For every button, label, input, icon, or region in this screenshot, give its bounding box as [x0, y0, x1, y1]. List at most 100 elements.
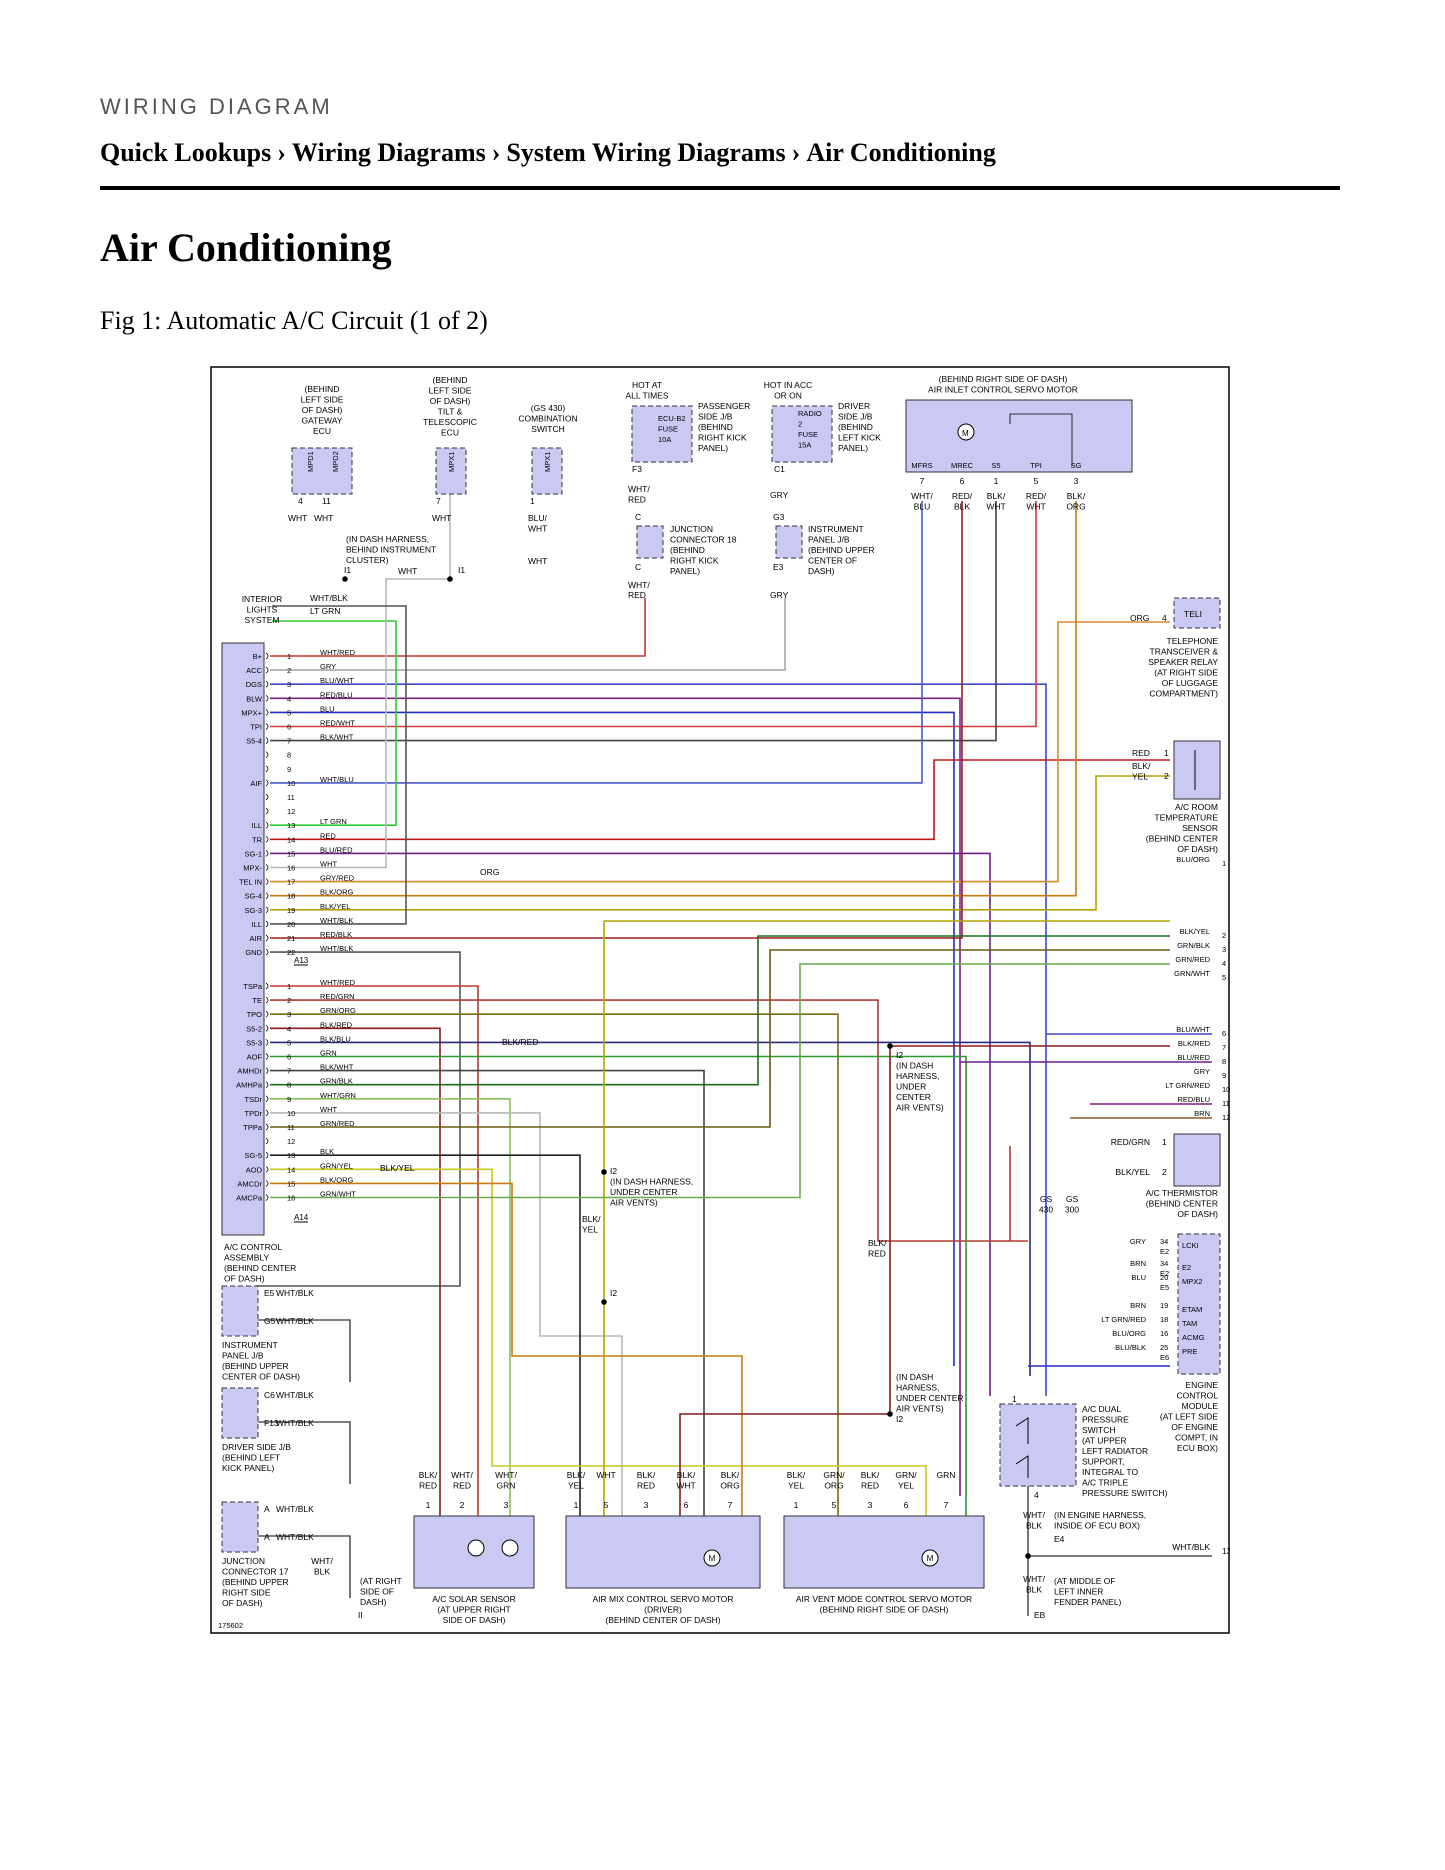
ac-room-temp-sensor-label: OF DASH) — [1177, 844, 1218, 854]
a13-terminal-label: AIR — [249, 934, 262, 943]
a13-pin-number: 13 — [287, 821, 295, 830]
pressure-switch-label: SWITCH — [1082, 1425, 1116, 1435]
wire-color: BLK/RED — [1178, 1039, 1211, 1048]
connector-mark — [265, 920, 269, 928]
pin-number: 5 — [832, 1500, 837, 1510]
wire-color: WHT/ — [495, 1470, 517, 1480]
splice-i2-label: CENTER — [896, 1092, 931, 1102]
driver-side-jb-label: PANEL) — [838, 443, 868, 453]
wire-color: BLK/YEL — [1180, 927, 1210, 936]
wire-color: WHT/ — [628, 484, 650, 494]
fuse-label: 10A — [658, 435, 671, 444]
connector-id: E6 — [1160, 1353, 1169, 1362]
wire-color: WHT — [432, 513, 451, 523]
a14-pin-number: 9 — [287, 1095, 291, 1104]
a13-pin-number: 3 — [287, 680, 291, 689]
solar-sensor-diode — [467, 1539, 485, 1557]
wire-color: WHT/BLK — [276, 1316, 314, 1326]
ground-id: II — [358, 1610, 363, 1620]
left-jb-label: (BEHIND LEFT — [222, 1453, 280, 1463]
ac-control-label: ASSEMBLY — [224, 1253, 270, 1263]
connector-id: C6 — [264, 1390, 275, 1400]
pin-number: 5 — [604, 1500, 609, 1510]
tilt-telescopic-ecu-label: OF DASH) — [430, 396, 471, 406]
fuse-label: 2 — [798, 420, 802, 429]
a13-pin-number: 15 — [287, 849, 295, 858]
tilt-telescopic-ecu-label: (BEHIND — [433, 375, 468, 385]
connector-id: F13 — [264, 1418, 279, 1428]
ecm-terminal: E2 — [1182, 1263, 1191, 1272]
wire-a14-9 — [270, 1097, 511, 1516]
pin-number: 7 — [436, 496, 441, 506]
splice-i2-label: AIR VENTS) — [896, 1103, 944, 1113]
breadcrumb-system-wiring-diagrams[interactable]: System Wiring Diagrams — [506, 138, 786, 167]
harness-label: LEFT INNER — [1054, 1587, 1103, 1597]
breadcrumb-separator: › — [791, 138, 801, 167]
ecm-label: CONTROL — [1176, 1391, 1218, 1401]
wire-color: BLU — [914, 502, 931, 512]
a14-wire-color: GRN/ORG — [320, 1006, 356, 1015]
ac-control-label: A/C CONTROL — [224, 1242, 282, 1252]
a14-pin-number: 13 — [287, 1151, 295, 1160]
connector-mark — [265, 1067, 269, 1074]
wire-color: BLK/ — [861, 1470, 880, 1480]
a13-pin-number: 17 — [287, 878, 295, 887]
connector-mark — [265, 1109, 269, 1117]
pin-number: 25 — [1160, 1343, 1168, 1352]
wire-color: BRN — [1130, 1301, 1146, 1310]
wire-color: GRN — [497, 1481, 516, 1491]
combination-switch-label: COMBINATION — [518, 414, 577, 424]
connector-mark — [265, 1039, 269, 1046]
a14-pin-number: 16 — [287, 1194, 295, 1203]
header-divider — [100, 186, 1340, 190]
wire-color: WHT/BLK — [276, 1532, 314, 1542]
hot-at-all-times-label: HOT AT — [632, 380, 662, 390]
pressure-switch-label: PRESSURE — [1082, 1415, 1129, 1425]
pin-label: MPX1 — [543, 452, 552, 472]
a14-wire-color: GRN — [320, 1049, 337, 1058]
a13-wire-color: WHT/BLK — [320, 944, 353, 953]
wire-a13-22 — [256, 951, 461, 1287]
a14-pin-number: 12 — [287, 1137, 295, 1146]
connector-mark — [265, 1095, 269, 1103]
breadcrumb-wiring-diagrams[interactable]: Wiring Diagrams — [291, 138, 486, 167]
wire-color: WHT/ — [311, 1556, 333, 1566]
wire-color: YEL — [788, 1481, 804, 1491]
bottom-component-label: SIDE OF DASH) — [443, 1615, 506, 1625]
breadcrumb-air-conditioning[interactable]: Air Conditioning — [806, 138, 996, 167]
telephone-relay-connector — [1173, 597, 1221, 629]
a14-terminal-label: TPPa — [243, 1123, 263, 1132]
a13-wire-color: RED/BLU — [320, 690, 353, 699]
fuse-label: FUSE — [798, 430, 818, 439]
wire-a14-14 — [270, 1168, 927, 1516]
motor-icon — [957, 423, 975, 441]
wire-color: ORG — [824, 1481, 843, 1491]
a13-pin-number: 9 — [287, 765, 291, 774]
pin-number: 16 — [1160, 1329, 1168, 1338]
splice-i2-label: (IN DASH HARNESS, — [610, 1177, 693, 1187]
wire-a14-8 — [270, 935, 1170, 1086]
gs-label: GS — [1040, 1194, 1053, 1204]
connector-mark — [265, 934, 269, 942]
a14-wire-color: WHT/GRN — [320, 1091, 356, 1100]
ecm-terminal: PRE — [1182, 1347, 1197, 1356]
wire-color: BLU/BLK — [1115, 1343, 1146, 1352]
a14-pin-number: 2 — [287, 996, 291, 1005]
fuse-label: 15A — [798, 441, 811, 450]
tilt-telescopic-ecu-connector — [435, 447, 467, 495]
gateway-ecu-label: (BEHIND — [305, 384, 340, 394]
pin-number: 13 — [1222, 1546, 1230, 1556]
telephone-relay-label: SPEAKER RELAY — [1148, 657, 1218, 667]
a13-pin-number: 11 — [287, 793, 295, 802]
connector-id: E5 — [1160, 1283, 1169, 1292]
wire-color: RED — [628, 495, 646, 505]
pressure-switch-label: SUPPORT, — [1082, 1457, 1124, 1467]
figure-caption: Fig 1: Automatic A/C Circuit (1 of 2) — [100, 306, 488, 335]
wire-wht-blk — [258, 1535, 351, 1598]
wire-color: RED — [861, 1481, 879, 1491]
wire-color: GRY — [770, 490, 789, 500]
breadcrumb-quick-lookups[interactable]: Quick Lookups — [100, 138, 272, 167]
a14-terminal-label: TPDr — [245, 1109, 263, 1118]
breadcrumb: Quick Lookups›Wiring Diagrams›System Wir… — [100, 138, 996, 168]
a14-pin-number: 1 — [287, 982, 291, 991]
